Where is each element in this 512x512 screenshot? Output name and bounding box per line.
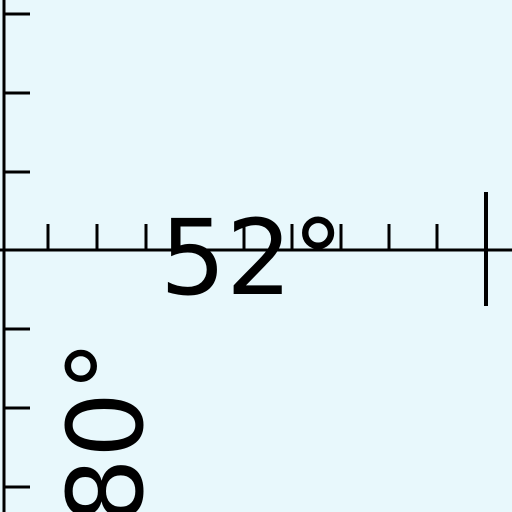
meridian-ticks (4, 12, 30, 489)
latitude-label: 52° (160, 197, 344, 319)
parallel-ticks (46, 224, 439, 250)
longitude-label: 80° (45, 340, 167, 512)
